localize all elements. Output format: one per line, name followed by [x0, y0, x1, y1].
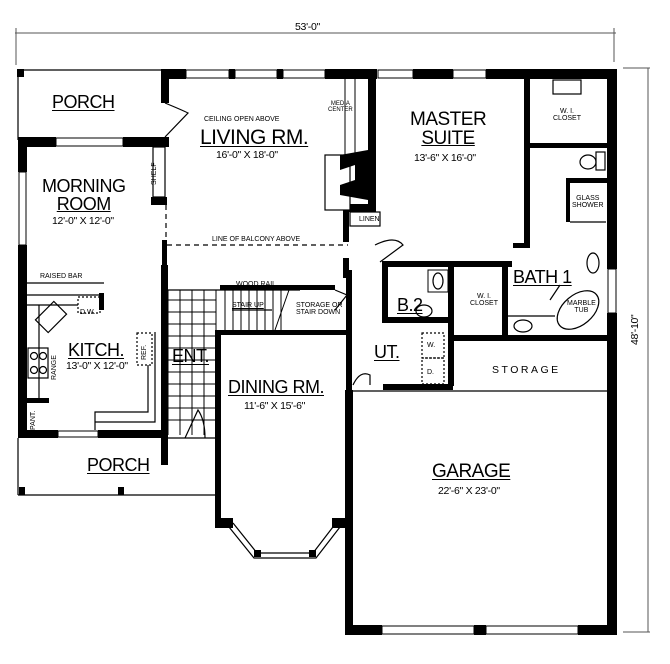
dimension-lines — [15, 28, 650, 633]
media-line1: MEDIA — [330, 101, 350, 107]
raised-bar-label: RAISED BAR — [40, 273, 83, 280]
living-room-size: 16'-0" X 18'-0" — [216, 149, 278, 161]
storage-stair-line2: STAIR DOWN — [296, 309, 341, 316]
dining-room-label: DINING RM. — [228, 377, 325, 397]
shower-line1: GLASS — [576, 195, 600, 202]
master-suite-label: MASTER SUITE — [410, 109, 487, 149]
shelf-label: SHELF — [151, 162, 158, 185]
stair-up-label: STAIR UP — [232, 302, 264, 309]
morning-room-size: 12'-0" X 12'-0" — [52, 215, 114, 227]
washer-label: W. — [427, 342, 436, 349]
living-room-label: LIVING RM. — [200, 126, 309, 149]
linen-label: LINEN — [359, 216, 380, 223]
morning-room-label: MORNING ROOM — [42, 177, 126, 213]
porch-bottom-label: PORCH — [87, 455, 150, 475]
wood-rail-label: WOOD RAIL — [236, 281, 277, 288]
tub-line1: MARBLE — [567, 300, 596, 307]
master-suite-size: 13'-6" X 16'-0" — [414, 152, 476, 164]
ref-label: REF. — [141, 344, 148, 360]
entry-label: ENT. — [172, 346, 210, 366]
walls — [17, 69, 617, 635]
storage-stair-line1: STORAGE OR — [296, 302, 343, 309]
storage-stair-label: STORAGE OR STAIR DOWN — [296, 302, 343, 316]
garage-size: 22'-6" X 23'-0" — [438, 485, 500, 497]
utility-label: UT. — [374, 342, 400, 362]
closet-line1: W. I. — [560, 108, 574, 115]
master-line1: MASTER — [410, 109, 487, 130]
master-closet-label: W. I. CLOSET — [553, 108, 581, 122]
porch-top — [17, 69, 162, 140]
dryer-label: D. — [427, 369, 434, 376]
media-line2: CENTER — [328, 107, 353, 113]
glass-shower-label: GLASS SHOWER — [572, 195, 604, 209]
media-center-label: MEDIA CENTER — [328, 101, 353, 113]
morning-line1: MORNING — [42, 176, 126, 196]
kitchen-label: KITCH. — [68, 340, 125, 360]
dining-room-size: 11'-6" X 15'-6" — [244, 400, 306, 412]
dishwasher-label: D.W. — [80, 309, 96, 316]
bath-closet-label: W. I. CLOSET — [470, 293, 498, 307]
bath-closet-line2: CLOSET — [470, 300, 499, 307]
range-label: RANGE — [51, 355, 58, 380]
tub-line2: TUB — [574, 307, 589, 314]
depth-dimension: 48'-10" — [629, 314, 641, 346]
living-note: CEILING OPEN ABOVE — [204, 116, 280, 123]
bath-closet-line1: W. I. — [477, 293, 491, 300]
bath2-label: B.2 — [397, 295, 423, 315]
marble-tub-label: MARBLE TUB — [567, 300, 596, 314]
closet-line2: CLOSET — [553, 115, 582, 122]
master-line2: SUITE — [421, 128, 475, 149]
morning-line2: ROOM — [56, 194, 112, 214]
kitchen-size: 13'-0" X 12'-0" — [66, 360, 128, 372]
shower-line2: SHOWER — [572, 202, 604, 209]
storage-label: STORAGE — [492, 364, 561, 376]
balcony-line-label: LINE OF BALCONY ABOVE — [212, 236, 301, 243]
porch-top-label: PORCH — [52, 92, 115, 112]
pantry-label: PANT. — [30, 410, 37, 430]
width-dimension: 53'-0" — [295, 21, 320, 33]
garage-label: GARAGE — [432, 461, 511, 482]
bath1-label: BATH 1 — [513, 267, 572, 287]
